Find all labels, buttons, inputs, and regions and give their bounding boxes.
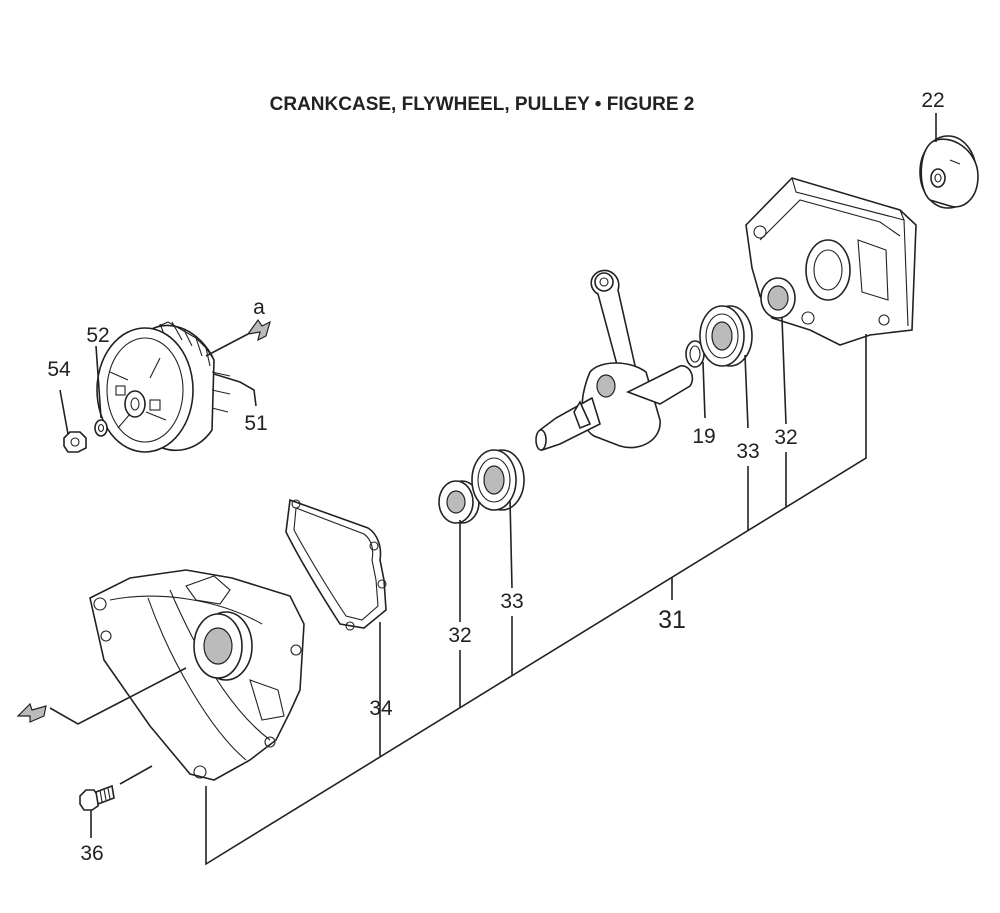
flywheel-washer-part [94, 419, 108, 437]
callout-54: 54 [47, 358, 71, 381]
bearing-right-part [699, 305, 753, 367]
bearing-left-part [471, 449, 525, 511]
assembly-bracket-31 [205, 334, 867, 866]
gasket-part [285, 498, 387, 631]
thrust-washer-part [685, 340, 705, 368]
callout-33-right: 33 [736, 440, 759, 463]
crankcase-right-half [745, 177, 917, 346]
flywheel-nut-part [63, 431, 87, 453]
pulley-part [919, 135, 979, 209]
callout-31: 31 [658, 606, 686, 634]
callout-52: 52 [86, 324, 109, 347]
callout-36: 36 [80, 842, 103, 865]
crankshaft-part [535, 269, 694, 452]
figure-title: CRANKCASE, FLYWHEEL, PULLEY • FIGURE 2 [270, 94, 695, 115]
direction-arrow-a [205, 318, 271, 357]
direction-arrow-left [16, 667, 187, 725]
callout-33-left: 33 [500, 590, 523, 613]
bolt-part [79, 784, 115, 811]
callout-19: 19 [692, 425, 715, 448]
callout-32-left: 32 [448, 624, 471, 647]
callout-51: 51 [244, 412, 267, 435]
callout-32-right: 32 [774, 426, 797, 449]
crankcase-left-half [89, 569, 305, 781]
callout-34: 34 [369, 697, 393, 720]
arrow-label-a: a [253, 296, 265, 319]
callout-22: 22 [921, 89, 944, 112]
flywheel-part [96, 321, 231, 453]
